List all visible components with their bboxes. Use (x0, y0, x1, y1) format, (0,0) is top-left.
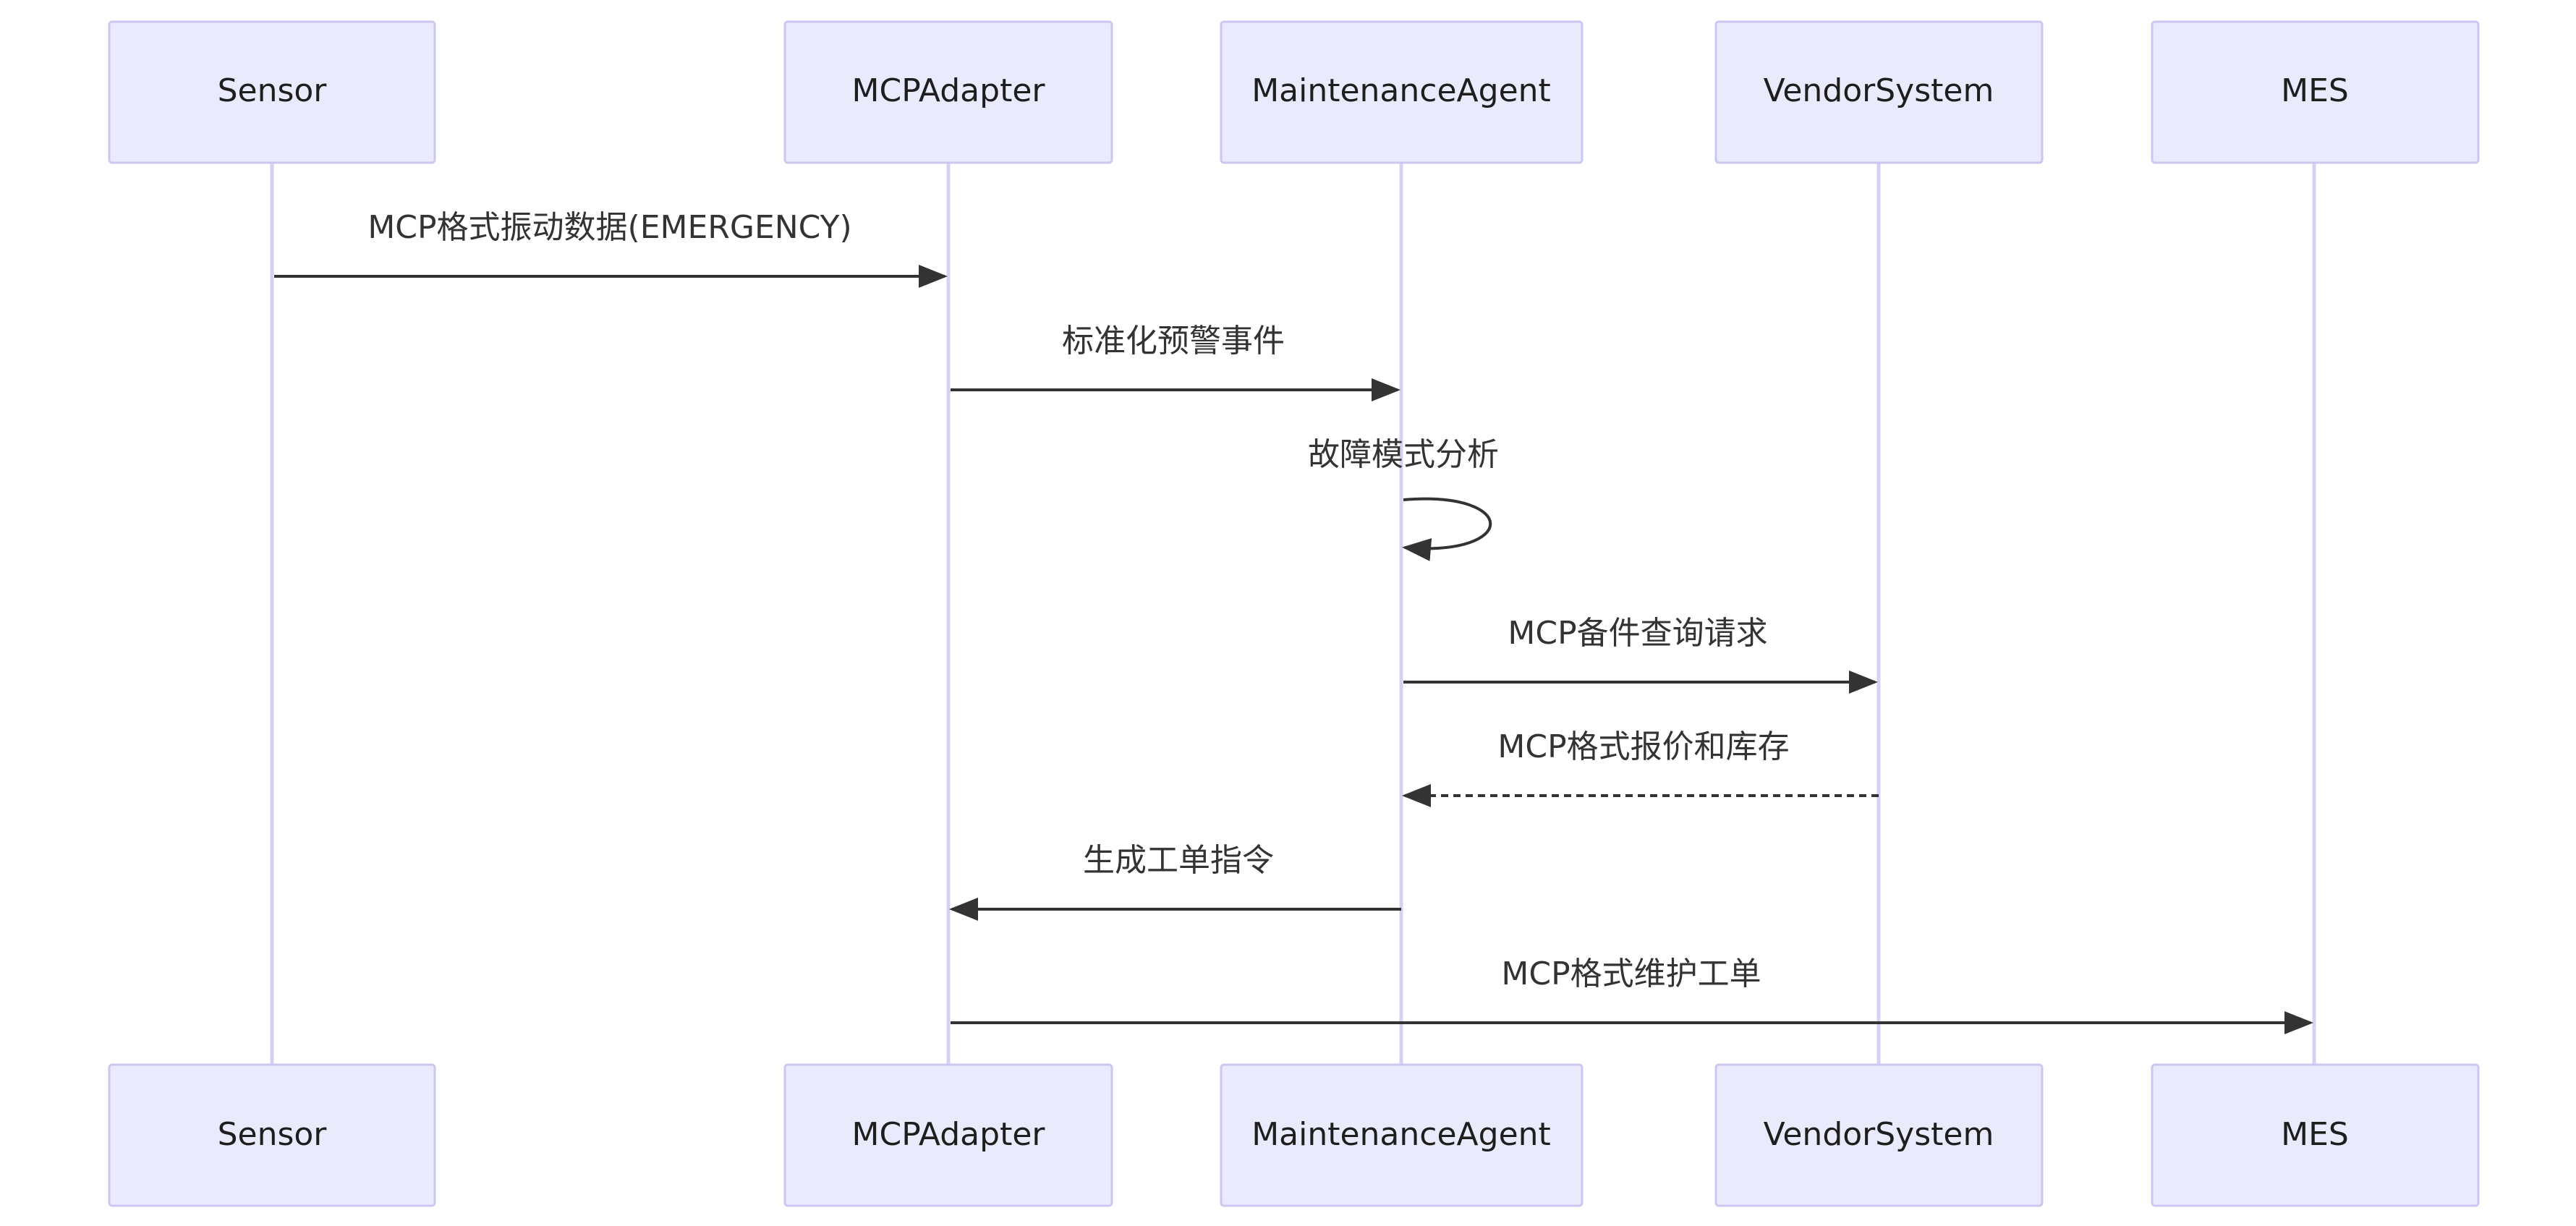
message-mcpadapter-to-maintenanceagent: 标准化预警事件 (951, 323, 1400, 401)
actor-label: MES (2281, 1116, 2349, 1153)
actor-label: MCPAdapter (852, 1116, 1046, 1153)
message-label: MCP格式维护工单 (1501, 955, 1761, 992)
actor-label: MaintenanceAgent (1251, 1116, 1551, 1153)
actor-label: MaintenanceAgent (1251, 72, 1551, 109)
message-mcpadapter-to-mes: MCP格式维护工单 (951, 955, 2313, 1034)
actor-label: VendorSystem (1764, 72, 1994, 109)
message-label: MCP格式振动数据(EMERGENCY) (367, 209, 851, 246)
actor-maintenanceagent-top: MaintenanceAgent (1220, 20, 1584, 164)
actor-mes-top: MES (2151, 20, 2480, 164)
actor-label: VendorSystem (1764, 1116, 1994, 1153)
actor-label: Sensor (218, 72, 328, 109)
message-maintenanceagent-to-mcpadapter: 生成工单指令 (949, 842, 1401, 921)
message-label: MCP格式报价和库存 (1497, 728, 1789, 765)
actor-label: MES (2281, 72, 2349, 109)
actor-mcpadapter-bottom: MCPAdapter (783, 1063, 1113, 1207)
actor-label: MCPAdapter (852, 72, 1046, 109)
actor-mes-bottom: MES (2151, 1063, 2480, 1207)
message-sensor-to-mcpadapter: MCP格式振动数据(EMERGENCY) (274, 209, 948, 288)
message-vendorsystem-to-maintenanceagent: MCP格式报价和库存 (1402, 728, 1879, 807)
message-maintenanceagent-to-vendorsystem: MCP备件查询请求 (1403, 615, 1878, 694)
message-maintenanceagent-self: 故障模式分析 (1308, 436, 1499, 561)
actor-mcpadapter-top: MCPAdapter (783, 20, 1113, 164)
message-label: 故障模式分析 (1308, 436, 1499, 473)
message-label: 生成工单指令 (1083, 842, 1274, 879)
actor-vendorsystem-top: VendorSystem (1714, 20, 2044, 164)
actor-maintenanceagent-bottom: MaintenanceAgent (1220, 1063, 1584, 1207)
message-label: 标准化预警事件 (1062, 323, 1285, 359)
message-label: MCP备件查询请求 (1508, 615, 1767, 652)
actor-label: Sensor (218, 1116, 328, 1153)
self-loop-arrow (1402, 497, 1492, 561)
actor-vendorsystem-bottom: VendorSystem (1714, 1063, 2044, 1207)
actor-sensor-top: Sensor (108, 20, 436, 164)
actor-sensor-bottom: Sensor (108, 1063, 436, 1207)
